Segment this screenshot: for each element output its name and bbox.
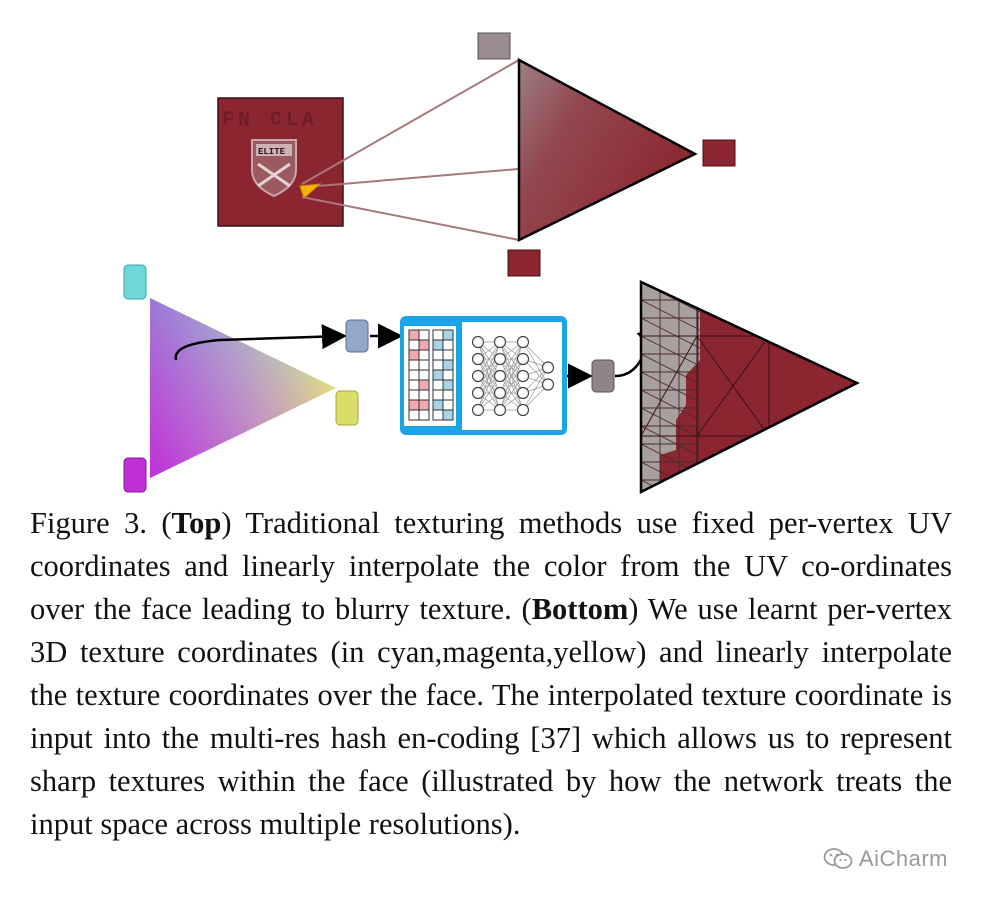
interpolated-coordinate <box>345 319 369 353</box>
vertex-cyan <box>123 264 147 300</box>
mlp-edge <box>477 358 501 411</box>
mlp-edge <box>499 341 524 411</box>
watermark-text: AiCharm <box>858 846 948 871</box>
mlp-node <box>516 352 530 366</box>
mlp-node <box>471 369 485 383</box>
uv-face-marker <box>299 183 322 199</box>
mlp-node <box>516 335 530 349</box>
vertex-yellow <box>335 390 359 426</box>
texture-patch-text: FN CLA <box>222 109 318 132</box>
grid-line <box>641 425 701 457</box>
interpolation-arrow <box>174 324 347 361</box>
caption-bottom-text: ) We use learnt per-vertex 3D texture co… <box>30 592 952 841</box>
grid-line <box>641 371 701 403</box>
mlp-node <box>493 369 507 383</box>
mlp-node <box>516 369 530 383</box>
mlp-edge <box>522 367 549 411</box>
vertex-magenta <box>123 457 147 493</box>
mlp-node <box>493 352 507 366</box>
mlp-edge <box>499 375 524 411</box>
mlp-edge <box>477 375 501 411</box>
grid-line <box>641 479 701 492</box>
mlp-node <box>493 335 507 349</box>
uv-vertex-upper <box>477 32 511 60</box>
caption-prefix: Figure 3. ( <box>30 506 172 540</box>
mlp-edge <box>477 341 501 394</box>
mlp-node <box>516 386 530 400</box>
shield-emblem-text: ELITE <box>258 147 286 157</box>
mlp-edge <box>499 341 524 394</box>
uv-vertex-right <box>702 139 736 167</box>
mlp-node <box>493 386 507 400</box>
mlp-diagram <box>471 335 555 417</box>
mlp-node <box>471 335 485 349</box>
grid-line <box>641 299 701 331</box>
texture-coordinate-triangle <box>150 298 336 478</box>
mlp-edge <box>499 341 524 377</box>
mlp-node <box>471 352 485 366</box>
blurry-texture-triangle <box>517 57 698 243</box>
hash-table-right <box>432 329 454 421</box>
mlp-edge <box>477 341 501 377</box>
chat-bubble-icon <box>823 848 853 869</box>
mlp-node <box>541 378 555 391</box>
hash-encoding-network <box>400 316 567 435</box>
grid-line <box>641 407 701 439</box>
mlp-node <box>471 386 485 400</box>
caption-bottom-label: Bottom <box>531 592 629 626</box>
mlp-node <box>541 361 555 374</box>
grid-line <box>641 353 701 385</box>
mlp-node <box>493 403 507 417</box>
texture-patch: FN CLA ELITE <box>217 97 344 227</box>
watermark: AiCharm <box>823 846 948 872</box>
hash-table-left <box>408 329 430 421</box>
figure-illustration: FN CLA ELITE <box>123 32 860 495</box>
mlp-edge <box>477 341 501 411</box>
network-output <box>591 359 615 393</box>
sharp-texture-triangle <box>639 280 860 495</box>
caption-top-label: Top <box>171 506 222 540</box>
mlp-edge <box>499 358 524 411</box>
grid-line <box>641 317 701 349</box>
grid-line <box>641 389 701 421</box>
uv-vertex-lower <box>507 249 541 277</box>
mlp-node <box>471 403 485 417</box>
mlp-node <box>516 403 530 417</box>
grid-line <box>641 335 701 367</box>
figure-caption: Figure 3. (Top) Traditional texturing me… <box>30 502 952 846</box>
caption-top-text: ) Traditional texturing methods use fixe… <box>30 506 952 626</box>
fine-grid <box>641 282 701 492</box>
shield-emblem: ELITE <box>251 139 297 198</box>
